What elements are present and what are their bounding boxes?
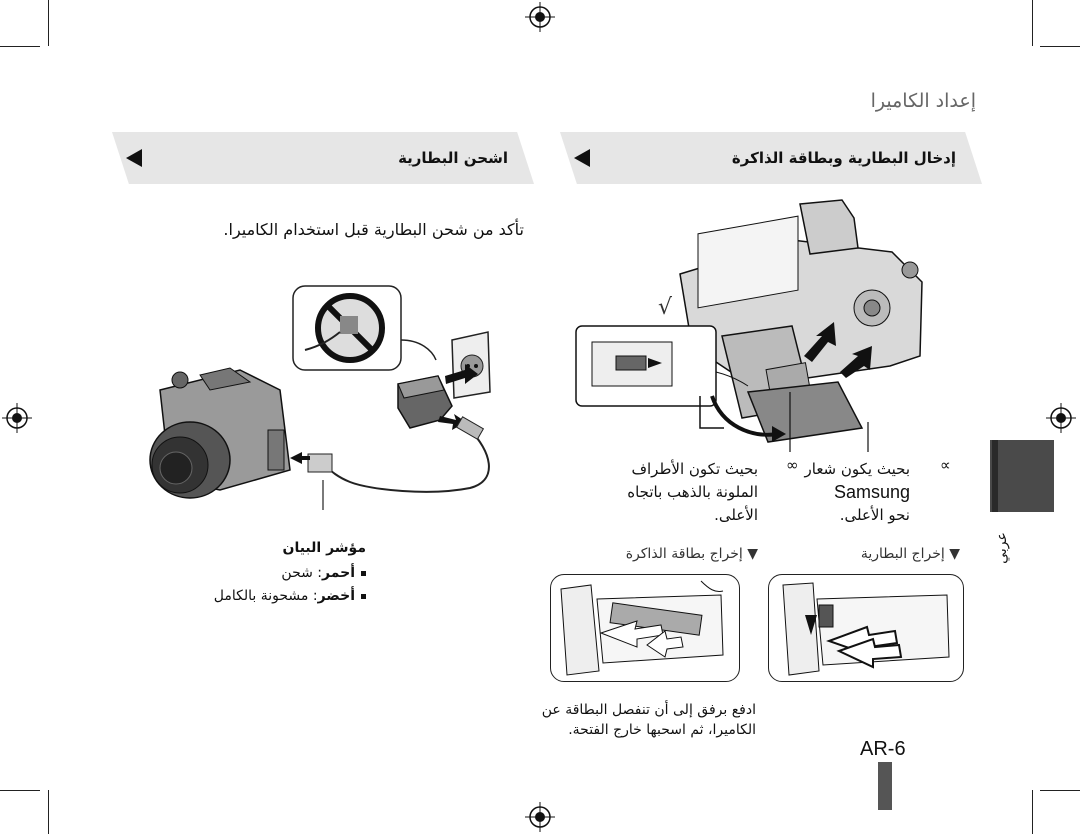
remove-battery-frame	[768, 574, 964, 682]
remove-note-line1: ادفع برفق إلى أن تنفصل البطاقة عن	[541, 702, 756, 718]
insert-battery-text: بحيث يكون شعار Samsung نحو الأعلى.	[805, 458, 911, 527]
indicator-red-label: أحمر	[322, 565, 355, 581]
sidebar-label: عربي	[994, 532, 1010, 564]
insert-card-text: بحيث تكون الأطراف الملونة بالذهب باتجاه …	[627, 458, 758, 527]
marker-triangle-icon	[126, 149, 142, 167]
indicator-title: مؤشر البيان	[282, 540, 367, 556]
language-tab	[990, 440, 1054, 512]
banner-insert-label: إدخال البطارية وبطاقة الذاكرة	[731, 149, 956, 167]
card-marker-icon: ∞	[786, 456, 799, 474]
insert-card-line3: الأعلى.	[714, 506, 758, 524]
battery-removal-icon	[782, 582, 950, 676]
insert-card-line1: بحيث تكون الأطراف	[631, 460, 758, 478]
charge-note: تأكد من شحن البطارية قبل استخدام الكامير…	[223, 220, 524, 239]
insert-card-line2: الملونة بالذهب باتجاه	[627, 483, 758, 501]
outlet-icon	[451, 331, 491, 399]
crop-mark	[0, 790, 40, 791]
insert-battery-line3: نحو الأعلى.	[839, 506, 910, 524]
indicator-green-row: أخضر: مشحونة بالكامل	[214, 588, 366, 604]
crop-mark	[1040, 46, 1080, 47]
insertion-illustration: √	[575, 199, 923, 452]
crop-mark	[1032, 0, 1033, 46]
registration-mark-icon	[2, 403, 32, 433]
page-number: AR-6	[860, 738, 906, 760]
insert-battery-line2: Samsung	[833, 482, 910, 502]
remove-card-frame	[550, 574, 740, 682]
down-triangle-icon: ▼	[949, 546, 960, 562]
charging-illustration	[149, 285, 491, 510]
svg-text:√: √	[658, 295, 673, 320]
down-triangle-icon: ▼	[747, 546, 758, 562]
bullet-icon	[361, 570, 366, 576]
indicator-green-label: أخضر	[317, 588, 355, 604]
section-title: إعداد الكاميرا	[870, 90, 976, 112]
registration-mark-icon	[525, 802, 555, 832]
no-plug-icon	[292, 285, 437, 371]
marker-triangle-icon	[574, 149, 590, 167]
crop-mark	[1040, 790, 1080, 791]
crop-mark	[1032, 790, 1033, 834]
crop-mark	[48, 0, 49, 46]
indicator-red-row: أحمر: شحن	[281, 565, 366, 581]
crop-mark	[0, 46, 40, 47]
registration-mark-icon	[1046, 403, 1076, 433]
remove-note: ادفع برفق إلى أن تنفصل البطاقة عن الكامي…	[542, 700, 756, 740]
remove-card-label: إخراج بطاقة الذاكرة	[625, 546, 743, 562]
banner-charge-label: اشحن البطارية	[398, 149, 508, 167]
indicator-red-text: : شحن	[281, 565, 323, 581]
card-removal-icon	[560, 580, 724, 676]
registration-mark-icon	[525, 2, 555, 32]
crop-mark	[48, 790, 49, 834]
banner-charge-battery: اشحن البطارية	[112, 132, 534, 184]
remove-card-heading: ▼ إخراج بطاقة الذاكرة	[626, 546, 758, 562]
insert-battery-line1: بحيث يكون شعار	[804, 460, 911, 478]
page-marker-bar	[878, 762, 892, 810]
remove-battery-heading: ▼ إخراج البطارية	[861, 546, 960, 562]
remove-battery-label: إخراج البطارية	[860, 546, 945, 562]
indicator-green-text: : مشحونة بالكامل	[213, 588, 318, 604]
language-tab-edge	[992, 440, 998, 512]
battery-marker-icon: ∝	[940, 456, 951, 474]
banner-insert-battery-card: إدخال البطارية وبطاقة الذاكرة	[560, 132, 982, 184]
camera-icon	[149, 367, 291, 499]
bullet-icon	[361, 593, 366, 599]
remove-note-line2: الكاميرا، ثم اسحبها خارج الفتحة.	[568, 722, 756, 738]
